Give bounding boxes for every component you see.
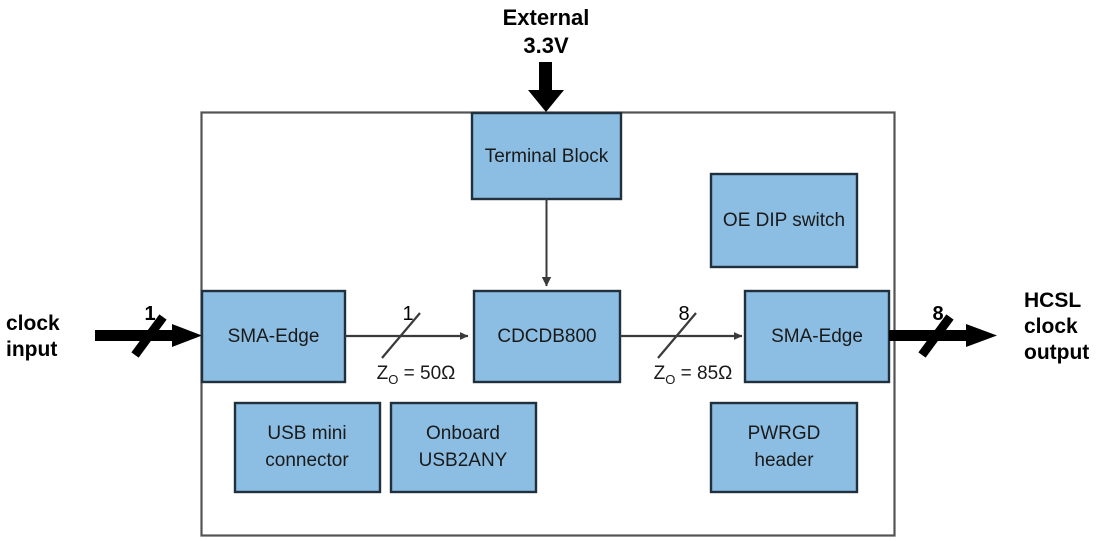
block-oe-dip-switch[interactable]: OE DIP switch (709, 172, 859, 269)
usb-mini-connector-shape[interactable] (233, 401, 382, 494)
bus-width-label-85ohm: 8 (678, 303, 689, 325)
block-sma-edge-input[interactable]: SMA-Edge (200, 289, 347, 384)
block-usb-mini-connector[interactable]: USB mini connector (233, 401, 382, 494)
impedance-equals-50ohm: = (404, 363, 415, 384)
impedance-subscript-85ohm: O (665, 372, 675, 387)
external-supply-label-line2: 3.3V (523, 33, 569, 58)
hcsl-clock-output-bus-width: 8 (932, 303, 943, 325)
pwrgd-header-shape[interactable] (709, 401, 859, 494)
block-terminal-block[interactable]: Terminal Block (470, 111, 623, 201)
oe-dip-switch-label: OE DIP switch (723, 210, 845, 231)
bus-slash-85ohm-icon (657, 312, 697, 359)
sma-edge-input-shape[interactable] (200, 289, 347, 384)
onboard-usb2any-label-line2: USB2ANY (419, 450, 508, 471)
clock-input-bus-width: 1 (144, 303, 155, 325)
impedance-label-50ohm: ZO = 50Ω (377, 363, 456, 387)
impedance-equals-85ohm: = (681, 363, 692, 384)
hcsl-clock-output-label-line2: clock (1024, 315, 1078, 338)
cdcdb800-label: CDCDB800 (497, 326, 596, 347)
onboard-usb2any-label-line1: Onboard (426, 423, 500, 444)
bus-width-label-50ohm: 1 (402, 303, 413, 325)
impedance-label-85ohm: ZO = 85Ω (654, 363, 733, 387)
impedance-value-50ohm: 50Ω (420, 363, 455, 384)
terminal-block-label: Terminal Block (485, 146, 609, 167)
clock-input-arrow-icon (95, 314, 202, 358)
hcsl-clock-output-label-line1: HCSL (1024, 289, 1081, 312)
clock-input-label-line2: input (6, 338, 57, 361)
hcsl-clock-output-arrow-icon (889, 314, 997, 358)
usb-mini-connector-label-line2: connector (265, 450, 349, 471)
block-sma-edge-output[interactable]: SMA-Edge (743, 289, 891, 384)
block-onboard-usb2any[interactable]: Onboard USB2ANY (389, 401, 538, 494)
external-supply-down-arrow-icon (528, 62, 564, 112)
impedance-symbol-50ohm: Z (377, 363, 389, 384)
oe-dip-switch-shape[interactable] (709, 172, 859, 269)
impedance-value-85ohm: 85Ω (697, 363, 732, 384)
bus-slash-50ohm-icon (381, 312, 421, 359)
usb-mini-connector-label-line1: USB mini (267, 423, 346, 444)
block-pwrgd-header[interactable]: PWRGD header (709, 401, 859, 494)
onboard-usb2any-shape[interactable] (389, 401, 538, 494)
sma-edge-input-label: SMA-Edge (228, 326, 320, 347)
pwrgd-header-label-line1: PWRGD (748, 423, 821, 444)
sma-edge-output-shape[interactable] (743, 289, 891, 384)
impedance-subscript-50ohm: O (388, 372, 398, 387)
external-supply-label-line1: External (503, 5, 590, 30)
block-cdcdb800[interactable]: CDCDB800 (472, 289, 622, 384)
pwrgd-header-label-line2: header (754, 450, 814, 471)
sma-edge-output-label: SMA-Edge (771, 326, 863, 347)
clock-input-label-line1: clock (6, 312, 60, 335)
impedance-symbol-85ohm: Z (654, 363, 666, 384)
hcsl-clock-output-label-line3: output (1024, 341, 1089, 364)
